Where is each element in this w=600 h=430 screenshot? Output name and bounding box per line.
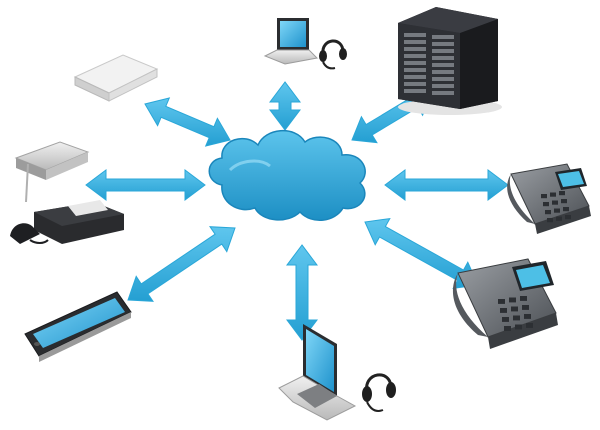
smartphone-icon bbox=[24, 291, 132, 362]
server-vent bbox=[432, 77, 454, 81]
server-vent bbox=[432, 56, 454, 60]
server-vent bbox=[404, 47, 426, 51]
phone-key bbox=[556, 216, 562, 221]
phone-key bbox=[545, 210, 551, 215]
laptop-icon bbox=[278, 324, 396, 421]
server-icon bbox=[398, 7, 502, 115]
connection-arrow-8 bbox=[286, 244, 318, 341]
phone-keypad bbox=[541, 191, 571, 223]
phone-key bbox=[502, 317, 509, 322]
server-vent bbox=[432, 42, 454, 46]
ip-phone-icon bbox=[452, 258, 558, 349]
phone-key bbox=[554, 208, 560, 213]
connection-arrow-1 bbox=[144, 97, 231, 147]
phone-key bbox=[513, 315, 520, 321]
connection-arrow-2 bbox=[269, 81, 301, 131]
phone-key bbox=[561, 199, 567, 204]
phone-key bbox=[565, 215, 571, 220]
phone-key bbox=[520, 296, 527, 301]
connection-arrow-6 bbox=[127, 226, 236, 302]
phone-key bbox=[500, 308, 507, 313]
phone-key bbox=[552, 200, 558, 205]
server-vent bbox=[404, 54, 426, 58]
connection-arrow-5 bbox=[384, 169, 509, 201]
headset-icon bbox=[362, 373, 396, 412]
server-vent bbox=[432, 35, 454, 39]
phone-key bbox=[547, 218, 553, 223]
ip-phone-icon bbox=[507, 163, 591, 234]
laptop-icon bbox=[263, 18, 347, 70]
phone-key bbox=[559, 191, 565, 196]
phone-key bbox=[498, 299, 505, 304]
server-vent bbox=[404, 89, 426, 93]
server-vent bbox=[432, 70, 454, 74]
server-vent bbox=[404, 68, 426, 72]
phone-key bbox=[515, 324, 522, 330]
server-vent bbox=[404, 61, 426, 65]
phone-key bbox=[526, 323, 533, 328]
phone-key bbox=[524, 314, 531, 319]
phone-key bbox=[550, 192, 556, 197]
phone-key bbox=[511, 306, 518, 312]
server-vents bbox=[404, 33, 454, 95]
phone-key bbox=[522, 305, 529, 310]
phone-key bbox=[543, 202, 549, 207]
server-vent bbox=[432, 84, 454, 88]
cloud-icon bbox=[208, 129, 366, 221]
router-icon bbox=[73, 54, 159, 102]
connection-arrow-4 bbox=[85, 169, 206, 201]
server-vent bbox=[404, 82, 426, 86]
phone-keypad bbox=[498, 296, 533, 331]
server-vent bbox=[432, 49, 454, 53]
server-vent bbox=[404, 40, 426, 44]
phone-key bbox=[504, 326, 511, 331]
server-vent bbox=[432, 91, 454, 95]
router-icon bbox=[14, 141, 90, 203]
phone-key bbox=[563, 207, 569, 212]
server-vent bbox=[432, 63, 454, 67]
server-vent bbox=[404, 33, 426, 37]
server-vent bbox=[404, 75, 426, 79]
fax-icon bbox=[10, 141, 124, 244]
phone-key bbox=[509, 297, 516, 303]
headset-icon bbox=[319, 39, 347, 70]
phone-key bbox=[541, 194, 547, 199]
